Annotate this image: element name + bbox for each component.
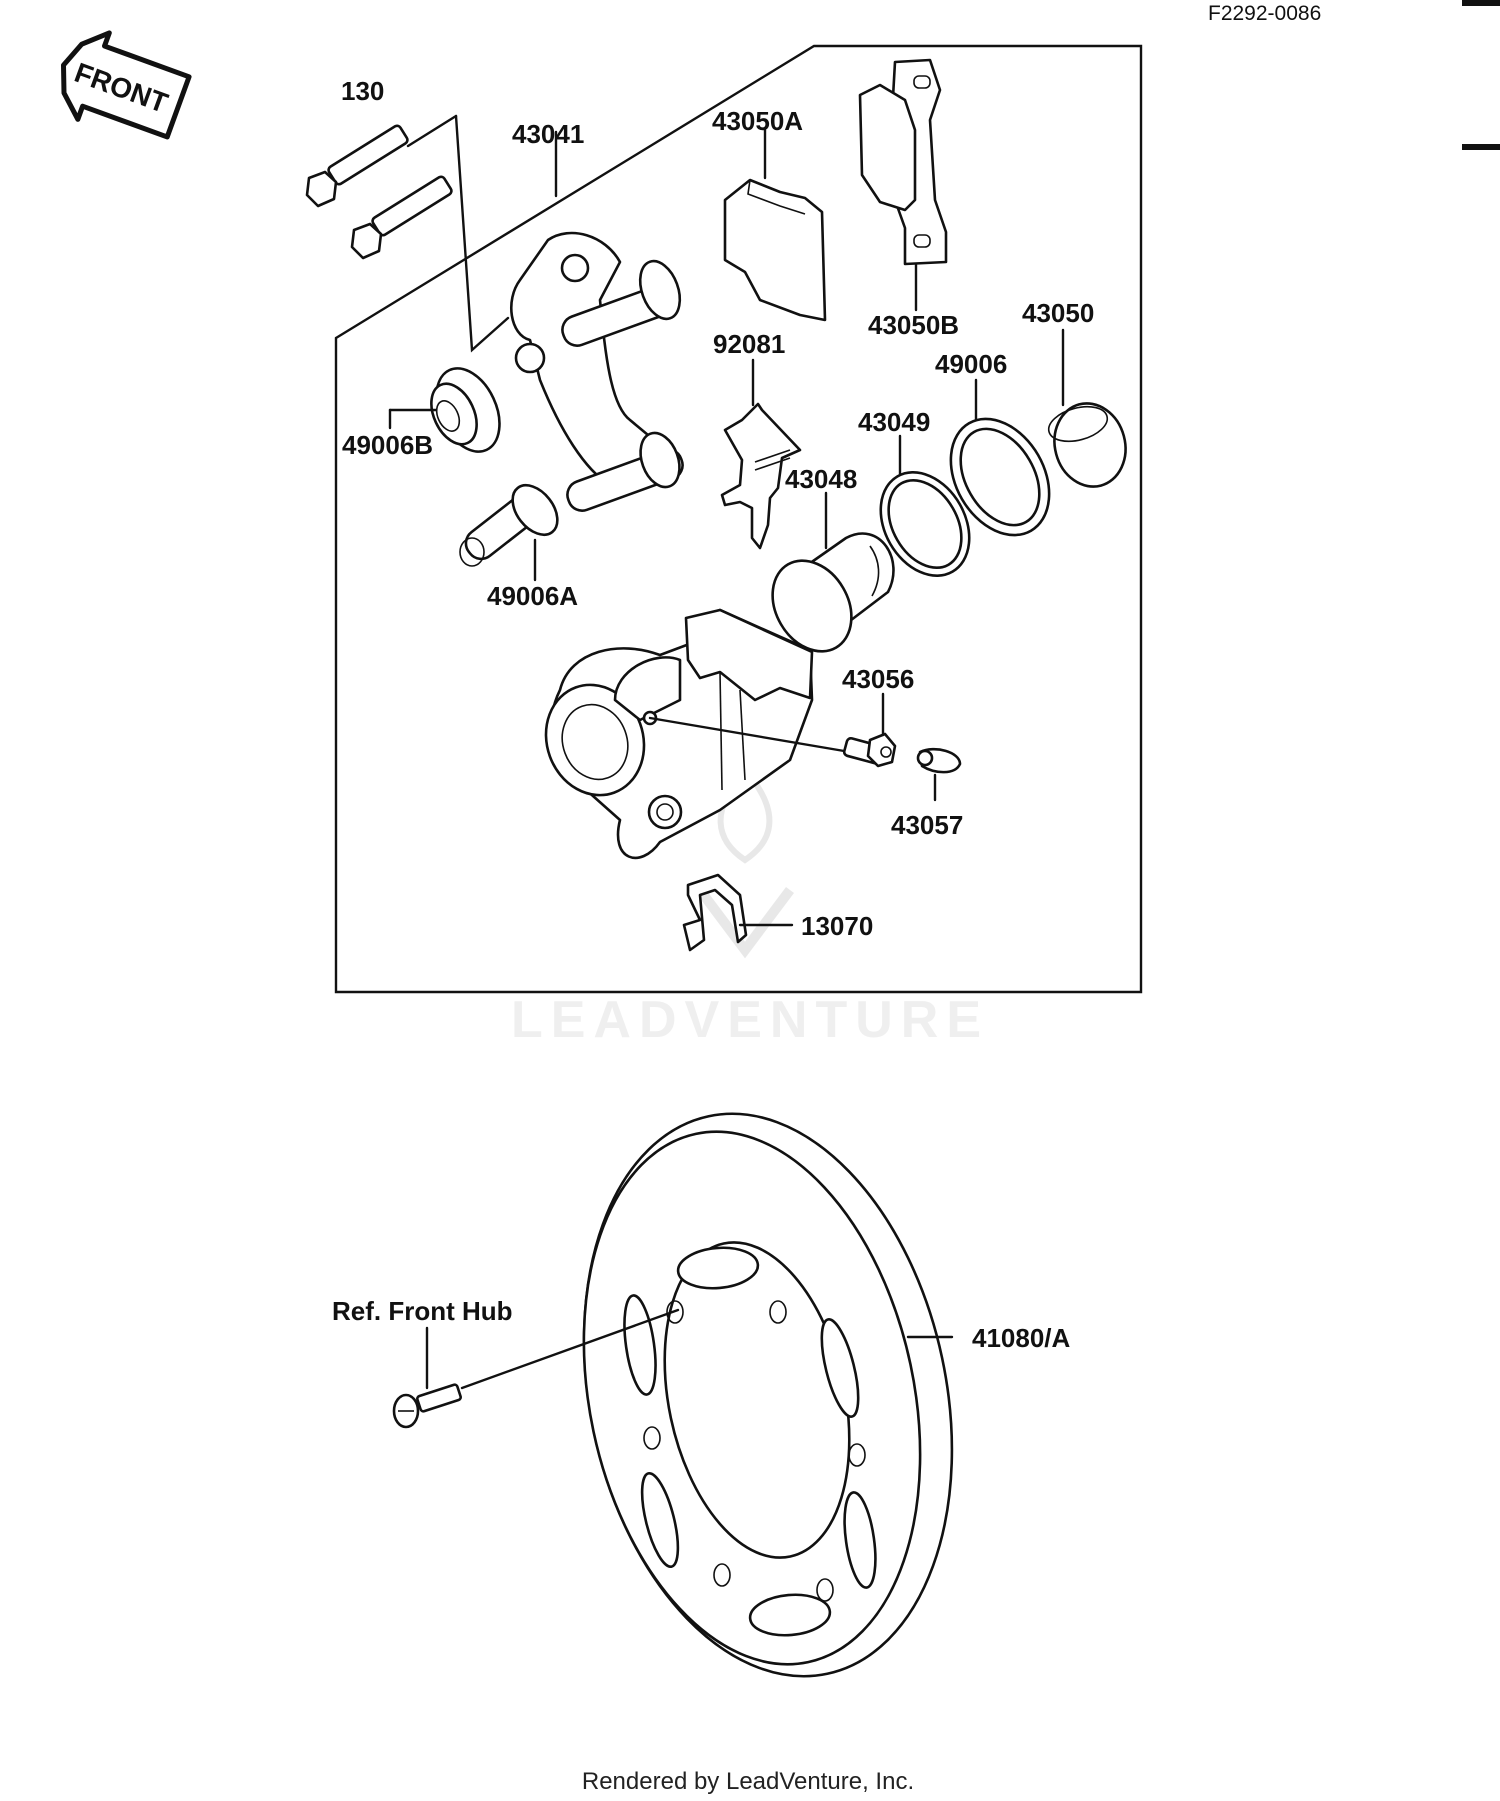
boot-49006B xyxy=(430,367,501,453)
edge-mark xyxy=(1462,144,1500,150)
caliper-bracket-43041 xyxy=(510,231,684,512)
piston-43048 xyxy=(771,532,895,653)
part-label-43049: 43049 xyxy=(858,407,930,437)
watermark-text: LEADVENTURE xyxy=(511,991,989,1049)
disc-screw xyxy=(392,1383,462,1429)
dust-cap-43050 xyxy=(1047,402,1127,488)
part-label-41080A: 41080/A xyxy=(972,1323,1071,1353)
clip-13070 xyxy=(682,873,748,952)
part-label-43048: 43048 xyxy=(785,464,857,494)
part-label-43056: 43056 xyxy=(842,664,914,694)
bolt-130 xyxy=(305,124,453,260)
part-label-ref-front-hub: Ref. Front Hub xyxy=(332,1296,513,1326)
assembly-frame xyxy=(334,44,1143,994)
brake-disc-41080A xyxy=(582,1112,954,1678)
sleeve-49006A xyxy=(459,484,559,567)
part-label-49006: 49006 xyxy=(935,349,1007,379)
part-label-130: 130 xyxy=(341,76,384,106)
part-label-43050A: 43050A xyxy=(712,106,803,136)
part-label-43041: 43041 xyxy=(512,119,584,149)
brake-pad-43050B xyxy=(858,58,948,266)
caliper-body xyxy=(544,608,814,860)
brake-pad-43050A xyxy=(723,178,827,322)
part-label-49006B: 49006B xyxy=(342,430,433,460)
footer-credit: Rendered by LeadVenture, Inc. xyxy=(582,1768,914,1795)
seal-49006 xyxy=(949,417,1051,537)
pad-spring-92081 xyxy=(720,402,802,550)
part-label-43057: 43057 xyxy=(891,810,963,840)
diagram-code: F2292-0086 xyxy=(1208,2,1321,25)
part-label-92081: 92081 xyxy=(713,329,785,359)
part-label-13070: 13070 xyxy=(801,911,873,941)
part-label-49006A: 49006A xyxy=(487,581,578,611)
front-arrow-icon: FRONT xyxy=(60,30,192,140)
bleeder-valve-43056 xyxy=(842,732,897,768)
part-label-43050B: 43050B xyxy=(868,310,959,340)
edge-mark xyxy=(1462,0,1500,6)
part-label-43050: 43050 xyxy=(1022,298,1094,328)
bleeder-cap-43057 xyxy=(916,747,962,774)
piston-seal-43049 xyxy=(879,471,971,577)
